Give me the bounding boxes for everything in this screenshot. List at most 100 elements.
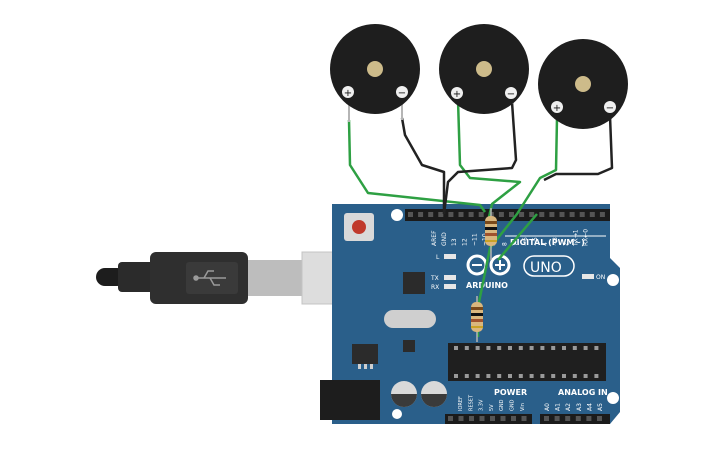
header-pin[interactable] (565, 416, 571, 421)
piezo-buzzer[interactable]: + − (330, 24, 420, 122)
chip-pin (594, 346, 599, 350)
header-pin[interactable] (559, 212, 565, 217)
header-pin[interactable] (458, 416, 464, 421)
chip-pin (486, 346, 491, 350)
digital-pin-label: 13 (451, 238, 458, 246)
header-pin[interactable] (599, 212, 605, 217)
mounting-hole (392, 409, 402, 419)
wire-black[interactable] (400, 117, 446, 214)
header-pin[interactable] (490, 416, 495, 421)
chip-pin (529, 346, 534, 350)
dc-power-jack[interactable] (320, 380, 380, 420)
usb-symbol-icon (193, 270, 226, 286)
chip-pin (572, 346, 577, 350)
buzzer-plus-label: + (553, 103, 561, 114)
power-header[interactable] (445, 414, 532, 424)
brand-label: ARDUINO (466, 281, 508, 290)
header-pin[interactable] (569, 212, 575, 217)
header-pin[interactable] (519, 212, 525, 217)
digital-pin-label: 4 (542, 242, 549, 246)
chip-pin (454, 346, 458, 350)
header-pin[interactable] (498, 212, 504, 217)
wire-black[interactable] (543, 115, 614, 182)
digital-pin-label: RX←0 (583, 229, 590, 246)
header-pin[interactable] (529, 212, 535, 217)
chip-pin (475, 374, 480, 378)
header-pin[interactable] (544, 416, 549, 421)
digital-pin-label: 8 (502, 242, 509, 246)
power-pin-label: 3.3V (479, 399, 485, 411)
chip-pin (594, 374, 599, 378)
header-pin[interactable] (479, 416, 485, 421)
header-pin[interactable] (539, 212, 545, 217)
led-on (582, 274, 594, 279)
header-pin[interactable] (509, 212, 514, 217)
model-label: UNO (530, 260, 562, 276)
chip-pin (518, 346, 523, 350)
led-rx (444, 284, 456, 289)
analog-header[interactable] (540, 414, 610, 424)
wire-black[interactable] (442, 101, 518, 215)
header-pin[interactable] (500, 416, 506, 421)
chip-pin (562, 374, 566, 378)
header-pin[interactable] (448, 416, 453, 421)
chip-pin (551, 346, 556, 350)
header-pin[interactable] (586, 416, 592, 421)
header-pin[interactable] (579, 212, 585, 217)
digital-pin-label: ~3 (552, 237, 559, 246)
led-on-label: ON (596, 274, 605, 281)
header-pin[interactable] (589, 212, 595, 217)
resistor[interactable] (471, 296, 483, 342)
analog-pin-label: A5 (597, 403, 604, 411)
piezo-buzzer[interactable]: + − (538, 39, 628, 129)
analog-pin-label: A3 (576, 403, 583, 411)
power-pin-label: RESET (468, 394, 474, 411)
buzzer-minus-label: − (606, 103, 614, 114)
digital-pin-label: TX→1 (572, 229, 579, 247)
buzzer-minus-label: − (398, 88, 406, 99)
power-pin-label: IOREF (458, 396, 464, 411)
wire-green[interactable] (347, 119, 487, 213)
digital-pin-label: 2 (562, 242, 569, 246)
reset-button[interactable] (344, 213, 374, 241)
capacitor (391, 381, 417, 407)
digital-header[interactable] (405, 209, 610, 221)
header-pin[interactable] (428, 212, 434, 217)
header-pin[interactable] (438, 212, 444, 217)
header-pin[interactable] (469, 416, 474, 421)
header-pin[interactable] (458, 212, 464, 217)
header-pin[interactable] (549, 212, 555, 217)
resistor[interactable] (485, 208, 497, 260)
power-pin-label: GND (510, 399, 516, 411)
chip-pin (497, 374, 502, 378)
chip-pin (583, 374, 588, 378)
header-pin[interactable] (478, 212, 484, 217)
chip-pin (464, 346, 469, 350)
chip-pin (551, 374, 556, 378)
header-pin[interactable] (597, 416, 602, 421)
digital-pin-label: GND (441, 232, 448, 246)
header-pin[interactable] (408, 212, 413, 217)
chip-pin (497, 346, 502, 350)
chip-pin (486, 374, 491, 378)
chip-pin (464, 374, 469, 378)
chip-pin (540, 346, 545, 350)
wire-green[interactable] (497, 213, 538, 261)
header-pin[interactable] (511, 416, 516, 421)
analog-pin-label: A2 (565, 403, 572, 411)
mounting-hole (391, 209, 403, 221)
digital-pin-label: 7 (512, 242, 519, 246)
header-pin[interactable] (448, 212, 454, 217)
header-pin[interactable] (418, 212, 424, 217)
led-l-label: L (436, 254, 440, 261)
crystal-oscillator (384, 310, 436, 328)
piezo-buzzer[interactable]: + − (439, 24, 529, 114)
header-pin[interactable] (575, 416, 581, 421)
header-pin[interactable] (468, 212, 474, 217)
header-pin[interactable] (554, 416, 560, 421)
header-pin[interactable] (521, 416, 527, 421)
led-l (444, 254, 456, 259)
